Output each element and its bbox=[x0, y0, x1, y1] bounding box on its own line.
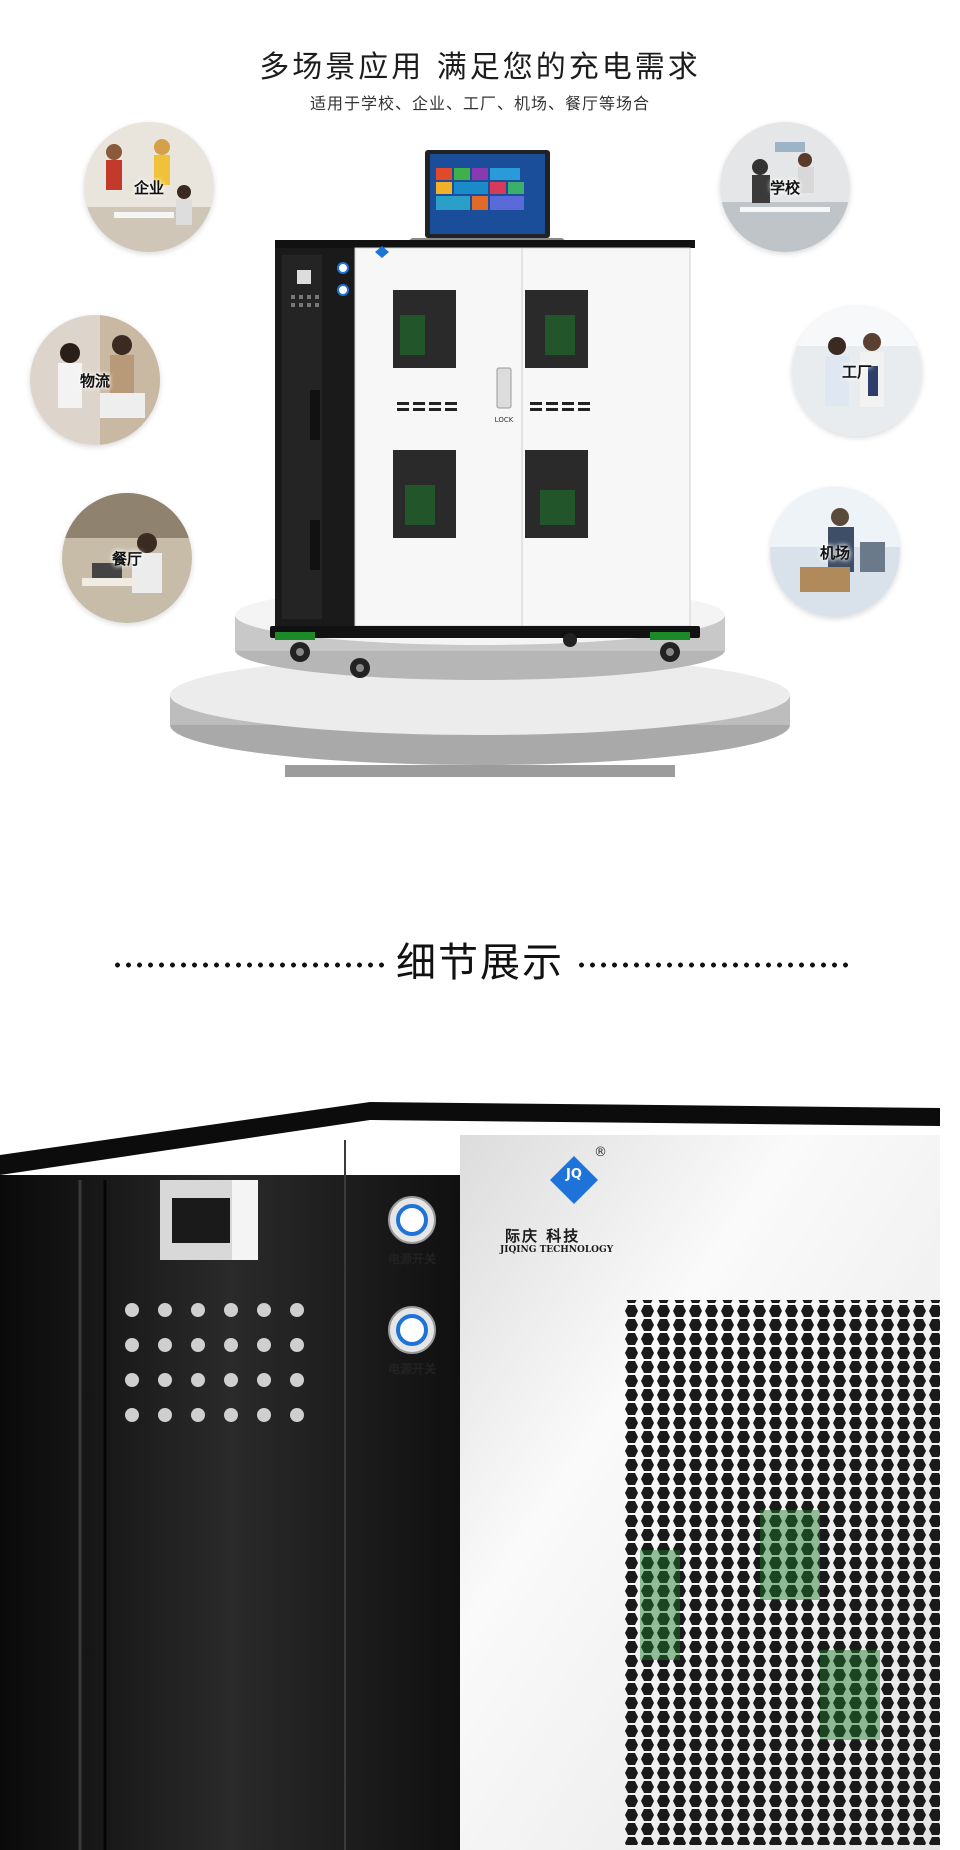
brand-name-en: JIQING TECHNOLOGY bbox=[500, 1245, 614, 1255]
power-switch-label-1: 电源开关 bbox=[387, 1252, 436, 1266]
scene-label: 企业 bbox=[133, 178, 164, 197]
power-button-icon bbox=[337, 284, 349, 296]
scene-label: 物流 bbox=[79, 371, 110, 390]
scene-label: 工厂 bbox=[841, 362, 872, 381]
front-vent-grille bbox=[622, 1300, 940, 1845]
brand-name-cn: 际庆 科技 bbox=[505, 1227, 581, 1245]
logo-icon bbox=[375, 246, 389, 258]
charging-cabinet-illustration: LOCK bbox=[170, 150, 790, 777]
scene-school: 学校 bbox=[720, 122, 850, 252]
cabinet-base bbox=[270, 626, 700, 638]
scene-airport: 机场 bbox=[770, 487, 900, 617]
section-title: 细节展示 bbox=[396, 940, 564, 986]
side-vent-holes bbox=[125, 1303, 304, 1422]
scene-label: 餐厅 bbox=[111, 549, 142, 568]
cabinet-top bbox=[275, 240, 695, 248]
page-subtitle: 适用于学校、企业、工厂、机场、餐厅等场合 bbox=[309, 94, 650, 113]
logo-text: JQ bbox=[565, 1167, 582, 1182]
cabinet-closeup: JQ ® bbox=[0, 1102, 940, 1850]
scene-label: 学校 bbox=[769, 178, 800, 197]
scene-photo bbox=[792, 306, 922, 436]
lock-label: LOCK bbox=[495, 416, 514, 424]
scene-restaurant: 餐厅 bbox=[62, 493, 192, 623]
side-panel bbox=[0, 1175, 460, 1850]
page-title: 多场景应用 满足您的充电需求 bbox=[259, 50, 701, 85]
section-divider-right bbox=[576, 962, 848, 968]
podium-step bbox=[285, 765, 675, 777]
brand-logo-icon bbox=[550, 1156, 598, 1204]
scene-enterprise: 企业 bbox=[84, 122, 214, 252]
power-button-icon bbox=[337, 262, 349, 274]
registered-mark: ® bbox=[594, 1145, 607, 1160]
scene-logistics: 物流 bbox=[30, 315, 160, 445]
lock-handle bbox=[496, 367, 512, 409]
section-divider-left bbox=[112, 962, 384, 968]
scene-photo bbox=[770, 487, 900, 617]
scene-photo bbox=[84, 122, 214, 252]
scene-label: 机场 bbox=[819, 543, 850, 562]
podium-base bbox=[170, 655, 790, 735]
scene-factory: 工厂 bbox=[792, 306, 922, 436]
caster-wheels bbox=[290, 633, 680, 678]
power-switch-label-2: 电源开关 bbox=[387, 1362, 436, 1376]
cabinet-top-edge bbox=[0, 1102, 940, 1175]
